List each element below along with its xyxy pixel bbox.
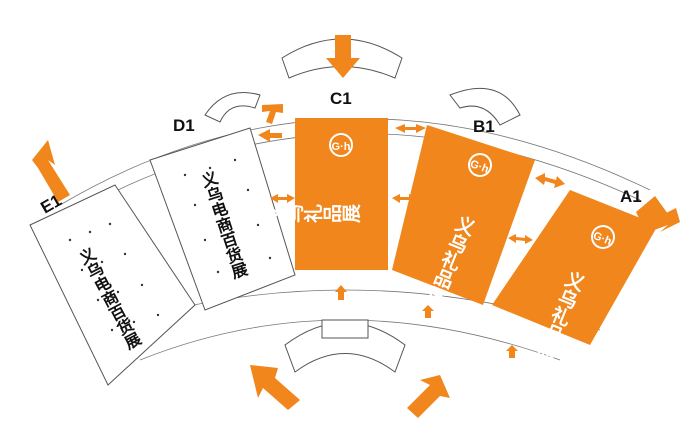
d1-booth-dots bbox=[183, 158, 272, 274]
entrance-arrow-icon bbox=[636, 196, 680, 233]
svg-text:G·h: G·h bbox=[332, 141, 351, 153]
connector-arrow-icon bbox=[262, 104, 283, 124]
connector-arrow-icon bbox=[508, 234, 533, 244]
connector-arrow-icon bbox=[395, 124, 426, 133]
connector-arrow-icon bbox=[506, 345, 518, 358]
connector-arrow-icon bbox=[422, 305, 434, 318]
entrance-arrow-icon bbox=[407, 375, 450, 418]
b1-entrance-pavilion bbox=[449, 87, 521, 126]
hall-a1-code: A1 bbox=[620, 187, 642, 206]
hall-e1-building[interactable] bbox=[29, 184, 196, 386]
exhibition-logo-icon: G·h bbox=[329, 133, 353, 157]
d1-entrance-pavilion bbox=[204, 92, 261, 123]
hall-d1-code: D1 bbox=[173, 116, 195, 135]
connector-arrow-icon bbox=[258, 129, 282, 142]
hall-d1-building[interactable] bbox=[149, 127, 296, 311]
entrance-arrow-icon bbox=[326, 35, 360, 78]
plaza-stage bbox=[321, 319, 369, 339]
hall-a1-building[interactable] bbox=[492, 190, 658, 345]
connector-arrow-icon bbox=[270, 194, 295, 203]
connector-arrow-icon bbox=[335, 285, 347, 300]
connector-arrow-icon bbox=[392, 194, 417, 203]
hall-c1-building[interactable] bbox=[295, 118, 388, 270]
hall-b1-code: B1 bbox=[473, 117, 495, 136]
connector-arrow-icon bbox=[535, 173, 565, 188]
e1-booth-dots bbox=[68, 222, 160, 332]
entrance-arrow-icon bbox=[250, 365, 300, 410]
entrance-arrow-icon bbox=[32, 140, 70, 202]
hall-c1-name: 义乌礼品展 bbox=[265, 204, 361, 226]
hall-c1-code: C1 bbox=[330, 89, 352, 108]
hall-b1-building[interactable] bbox=[392, 125, 535, 305]
